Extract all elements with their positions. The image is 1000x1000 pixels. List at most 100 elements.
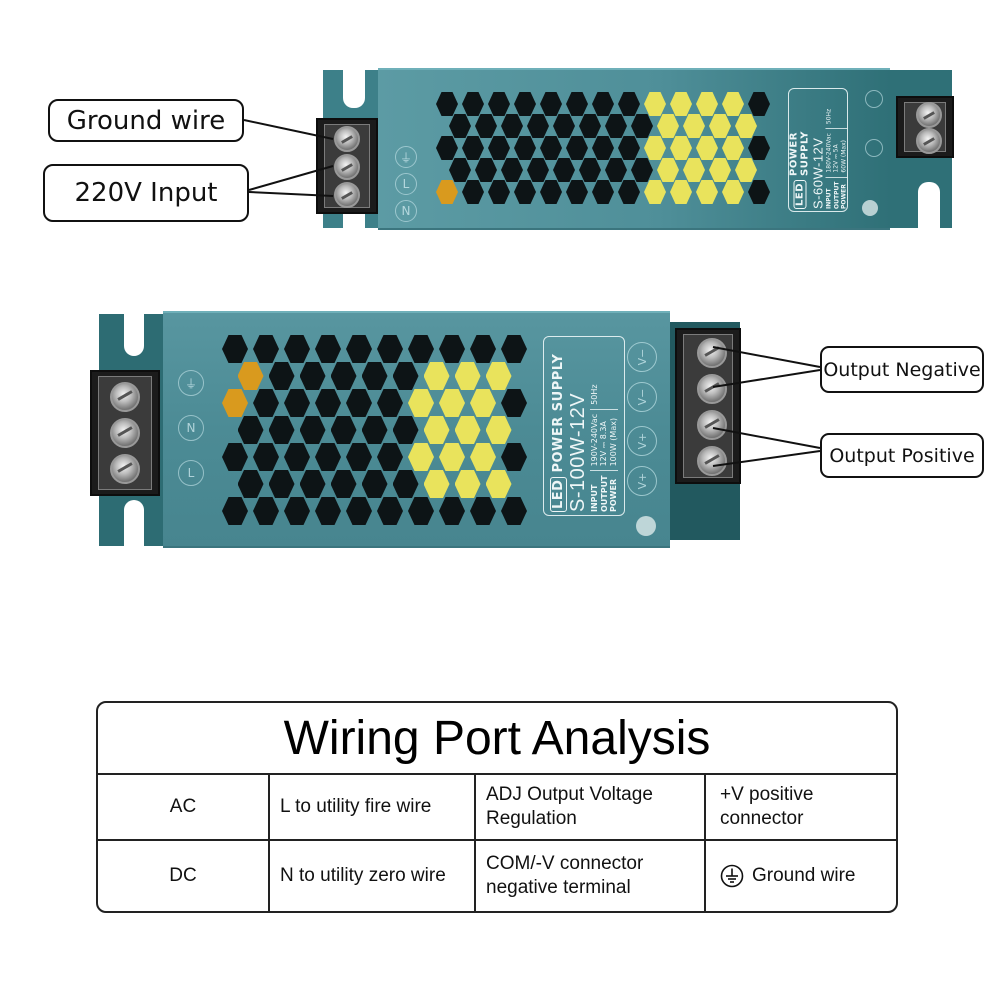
vent-hole xyxy=(423,362,450,390)
mount-slot xyxy=(124,500,144,546)
vent-hole xyxy=(592,136,614,160)
neutral-symbol-icon: N xyxy=(178,415,204,441)
terminal-screw-ground[interactable] xyxy=(334,126,360,152)
vent-hole xyxy=(330,362,357,390)
vent-hole xyxy=(315,335,341,363)
vent-hole xyxy=(299,416,326,444)
vent-hole xyxy=(436,136,458,160)
v-plus-symbol-icon: V+ xyxy=(627,466,657,496)
table-title: Wiring Port Analysis xyxy=(98,703,896,775)
vent-hole xyxy=(377,443,403,471)
vent-hole xyxy=(631,158,653,182)
cell-terminal: L to utility fire wire xyxy=(268,775,474,839)
vent-hole xyxy=(222,335,248,363)
vent-hole xyxy=(454,416,481,444)
vent-hole xyxy=(392,470,419,498)
terminal-screw-n[interactable] xyxy=(110,418,140,448)
vent-hole xyxy=(222,443,248,471)
vent-hole xyxy=(253,443,279,471)
terminal-screw-v-plus[interactable] xyxy=(697,446,727,476)
vent-hole xyxy=(644,136,666,160)
terminal-screw-v-plus[interactable] xyxy=(697,410,727,440)
mount-slot xyxy=(918,182,940,228)
vent-hole xyxy=(462,92,484,116)
led-logo: LED xyxy=(793,179,806,209)
vent-hole xyxy=(501,443,527,471)
vent-hole xyxy=(439,497,465,525)
terminal-screw-output[interactable] xyxy=(916,102,942,128)
top-input-terminal-block xyxy=(316,118,378,214)
vent-hole xyxy=(346,389,372,417)
vent-hole xyxy=(377,389,403,417)
brand: LED POWER SUPPLY xyxy=(550,354,567,512)
vent-hole xyxy=(592,180,614,204)
vent-hole xyxy=(696,92,718,116)
vent-hole xyxy=(501,158,523,182)
ground-symbol-icon: ⏚ xyxy=(395,146,417,168)
mount-slot xyxy=(343,70,365,108)
vent-hole xyxy=(618,180,640,204)
vent-hole xyxy=(566,92,588,116)
vent-hole xyxy=(748,180,770,204)
vent-hole xyxy=(618,92,640,116)
terminal-screw-l[interactable] xyxy=(334,154,360,180)
vent-hole xyxy=(454,362,481,390)
vent-hole xyxy=(501,114,523,138)
terminal-screw-l[interactable] xyxy=(110,454,140,484)
vent-hole xyxy=(553,158,575,182)
terminal-screw-v-minus[interactable] xyxy=(697,338,727,368)
output-symbol-icon xyxy=(865,90,883,108)
top-vent-grille xyxy=(436,92,776,210)
terminal-screw-output[interactable] xyxy=(916,128,942,154)
vent-hole xyxy=(470,389,496,417)
terminal-screw-ground[interactable] xyxy=(110,382,140,412)
vent-hole xyxy=(683,158,705,182)
vent-hole xyxy=(436,180,458,204)
vent-hole xyxy=(540,92,562,116)
vent-hole xyxy=(361,362,388,390)
vent-hole xyxy=(501,497,527,525)
led-logo: LED xyxy=(550,476,567,512)
vent-hole xyxy=(284,389,310,417)
vent-hole xyxy=(299,470,326,498)
terminal-screw-n[interactable] xyxy=(334,182,360,208)
callout-output-negative: Output Negative xyxy=(820,346,984,393)
vent-hole xyxy=(722,92,744,116)
vent-hole xyxy=(462,180,484,204)
vent-hole xyxy=(346,443,372,471)
callout-output-positive: Output Positive xyxy=(820,433,984,478)
vent-hole xyxy=(253,335,279,363)
vent-hole xyxy=(514,136,536,160)
cell-type: DC xyxy=(169,865,197,886)
terminal-screw-v-minus[interactable] xyxy=(697,374,727,404)
vent-hole xyxy=(501,389,527,417)
ground-symbol-icon xyxy=(720,864,744,888)
cell-connector: Ground wire xyxy=(704,841,896,911)
ground-symbol-icon: ⏚ xyxy=(178,370,204,396)
vent-hole xyxy=(423,416,450,444)
vent-hole xyxy=(408,497,434,525)
vent-hole xyxy=(696,136,718,160)
v-minus-symbol-icon: V− xyxy=(627,342,657,372)
vent-hole xyxy=(631,114,653,138)
vent-hole xyxy=(735,114,757,138)
certification-mark xyxy=(636,516,656,536)
vent-hole xyxy=(748,92,770,116)
vent-hole xyxy=(514,180,536,204)
vent-hole xyxy=(709,158,731,182)
bottom-output-terminal-block xyxy=(675,328,741,484)
vent-hole xyxy=(284,497,310,525)
vent-hole xyxy=(566,180,588,204)
line-symbol-icon: L xyxy=(178,460,204,486)
vent-hole xyxy=(449,158,471,182)
model-number: S-100W-12V xyxy=(567,392,589,512)
vent-hole xyxy=(330,416,357,444)
vent-hole xyxy=(392,362,419,390)
cell-terminal: N to utility zero wire xyxy=(268,841,474,911)
vent-hole xyxy=(237,470,264,498)
vent-hole xyxy=(592,92,614,116)
vent-hole xyxy=(237,362,264,390)
vent-hole xyxy=(436,92,458,116)
cell-type: AC xyxy=(169,796,197,817)
